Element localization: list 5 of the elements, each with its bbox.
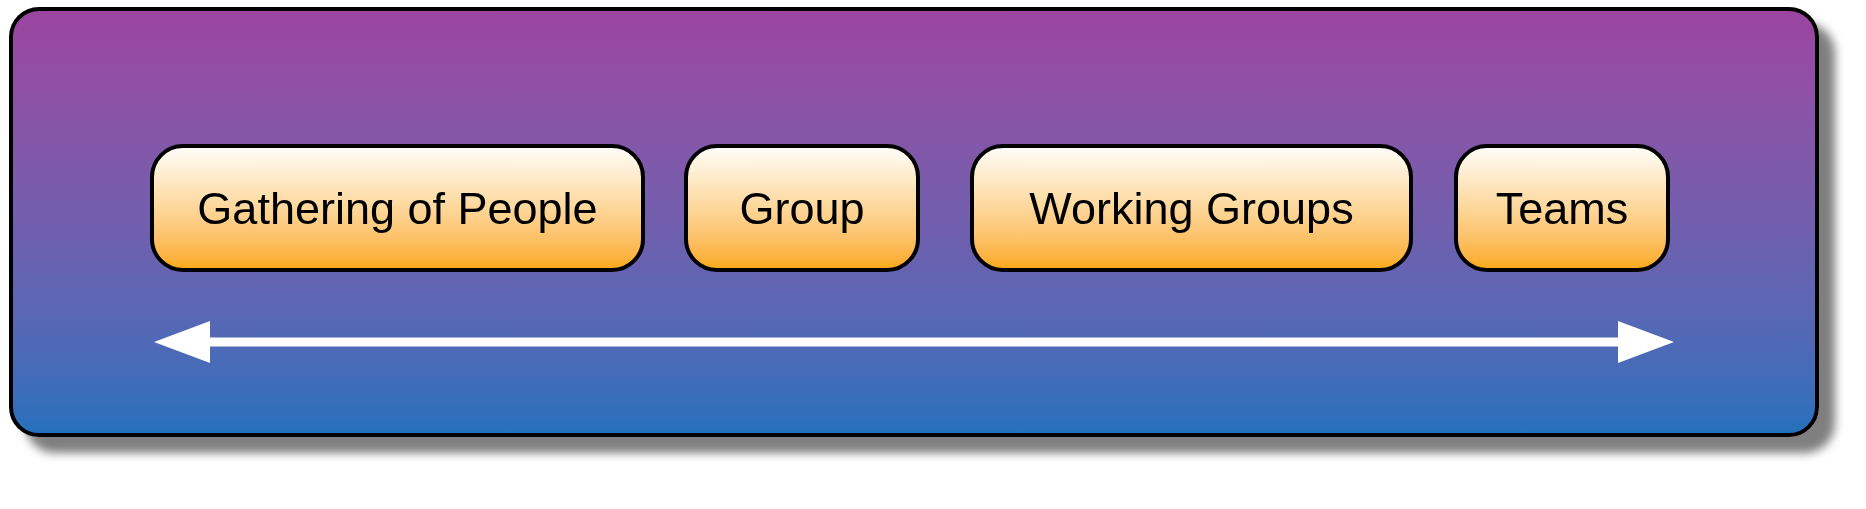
background-panel — [9, 7, 1819, 437]
stage-box: Working Groups — [970, 144, 1413, 272]
stage-box: Gathering of People — [150, 144, 645, 272]
stage-box: Teams — [1454, 144, 1670, 272]
stage-box: Group — [684, 144, 920, 272]
